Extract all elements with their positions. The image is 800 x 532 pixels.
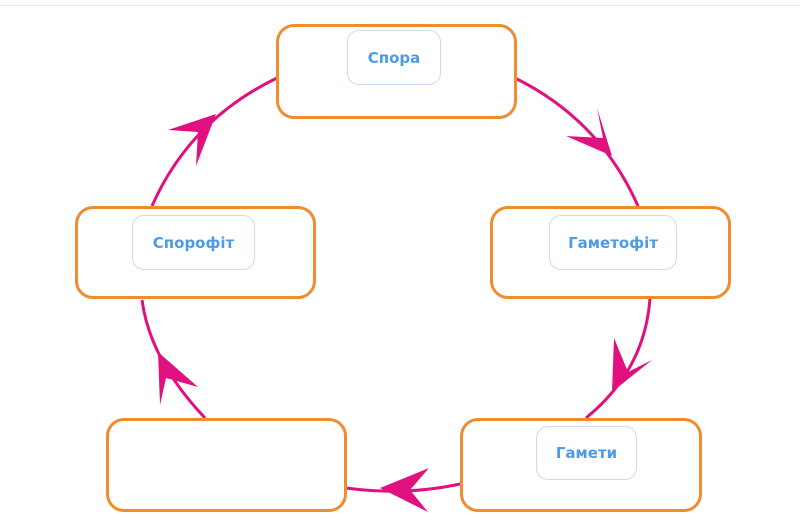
arrow-line-sporophyte-to-spora [150,76,278,207]
stage-label-spora: Спора [347,30,441,85]
arrowhead-left [380,468,429,512]
arrowhead-up [158,352,198,405]
top-divider [0,0,800,6]
stage-box-bottom-left[interactable] [106,418,347,512]
arrow-line-spora-to-gametophyte [514,76,640,207]
arrow-line-gametophyte-to-gametes [585,297,652,420]
stage-label-sporophyte: Спорофіт [132,215,255,270]
stage-label-gametophyte: Гаметофіт [549,215,677,270]
arrowhead-down-left [612,338,652,392]
arrowhead-down-right [566,108,612,156]
arrow-line-zygote-to-sporophyte [140,299,207,420]
arrowhead-up-right [168,114,216,166]
stage-label-gametes: Гамети [536,426,637,480]
